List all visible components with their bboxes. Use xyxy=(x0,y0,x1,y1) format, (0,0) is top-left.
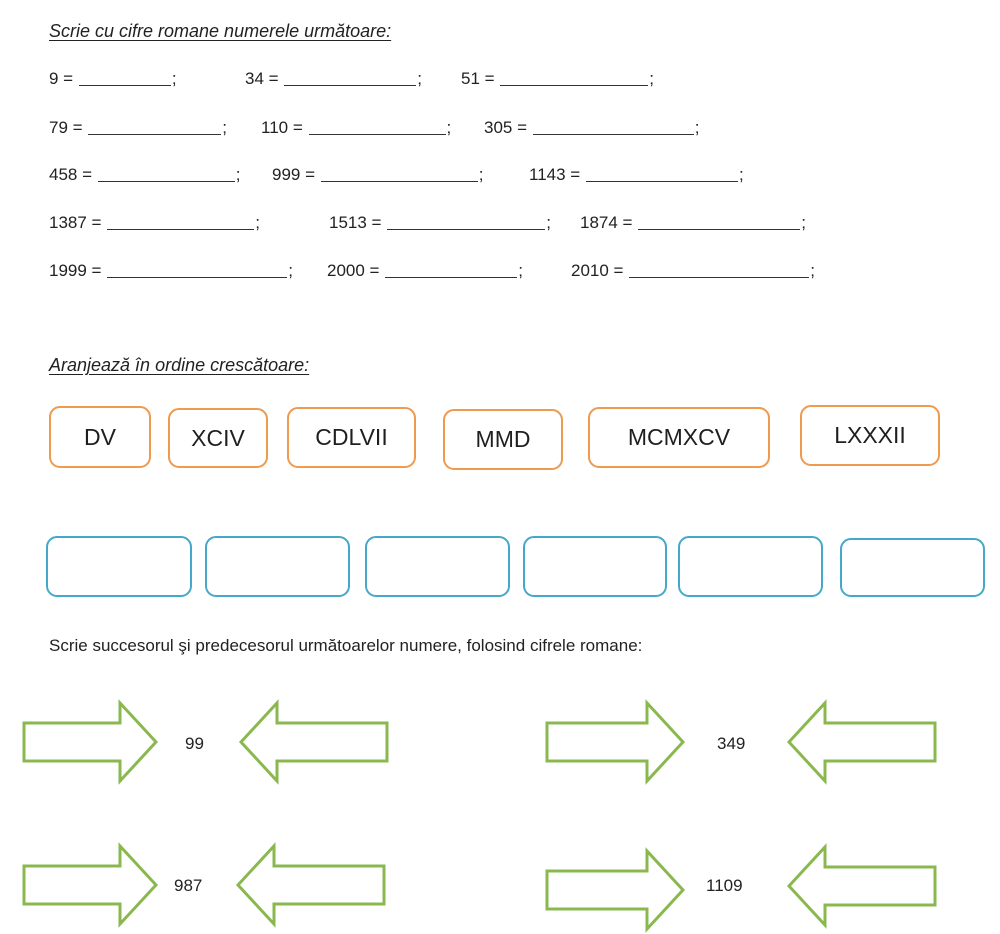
right-arrow-icon[interactable] xyxy=(20,699,160,785)
number-label: 51 = xyxy=(461,69,495,88)
number-label: 987 xyxy=(174,876,203,895)
answer-blank[interactable] xyxy=(629,259,810,278)
number-label: 458 = xyxy=(49,165,93,184)
numeral-card[interactable]: DV xyxy=(49,406,151,468)
exercise-item: 110 = ; xyxy=(261,116,451,140)
exercise-item: 2010 = ; xyxy=(571,259,815,283)
exercise-item: 79 = ; xyxy=(49,116,227,140)
number-label: 79 = xyxy=(49,118,83,137)
right-arrow-icon[interactable] xyxy=(543,847,687,933)
number-label: 349 xyxy=(717,734,746,753)
number-label: 999 = xyxy=(272,165,316,184)
section1-title: Scrie cu cifre romane numerele următoare… xyxy=(49,21,392,41)
numeral-card[interactable]: CDLVII xyxy=(287,407,416,468)
answer-blank[interactable] xyxy=(284,67,417,86)
separator: ; xyxy=(546,213,551,232)
exercise-item: 1999 = ; xyxy=(49,259,293,283)
answer-blank[interactable] xyxy=(385,259,518,278)
section2-title: Aranjează în ordine crescătoare: xyxy=(49,355,310,375)
separator: ; xyxy=(738,165,744,184)
answer-blank[interactable] xyxy=(308,116,446,135)
answer-blank[interactable] xyxy=(88,116,222,135)
number-label: 110 = xyxy=(261,118,303,137)
exercise-item: 1143 = ; xyxy=(529,163,744,187)
exercise-item: 1387 = ; xyxy=(49,211,260,235)
left-arrow-icon[interactable] xyxy=(237,699,391,785)
numeral-card[interactable]: XCIV xyxy=(168,408,268,468)
left-arrow-icon[interactable] xyxy=(785,843,939,929)
separator: ; xyxy=(446,118,452,137)
exercise-row-3: 458 = ; 999 = ; 1143 = ; xyxy=(0,163,1000,189)
exercise-item: 9 = ; xyxy=(49,67,177,91)
exercise-item: 999 = ; xyxy=(272,163,483,187)
number-label: 9 = xyxy=(49,69,74,88)
exercise-item: 2000 = ; xyxy=(327,259,523,283)
answer-slot[interactable] xyxy=(365,536,510,597)
answer-slot[interactable] xyxy=(840,538,985,597)
number-label: 1387 = xyxy=(49,213,102,232)
separator: ; xyxy=(255,213,260,232)
separator: ; xyxy=(518,261,523,280)
numeral-card[interactable]: MCMXCV xyxy=(588,407,770,468)
exercise-item: 34 = ; xyxy=(245,67,422,91)
separator: ; xyxy=(235,165,241,184)
exercise-row-4: 1387 = ; 1513 = ; 1874 = ; xyxy=(0,211,1000,237)
right-arrow-icon[interactable] xyxy=(543,699,687,785)
answer-slot[interactable] xyxy=(678,536,823,597)
separator: ; xyxy=(417,69,423,88)
section3-title: Scrie succesorul şi predecesorul următoa… xyxy=(49,636,643,655)
separator: ; xyxy=(801,213,806,232)
answer-blank[interactable] xyxy=(107,211,255,230)
answer-blank[interactable] xyxy=(638,211,801,230)
answer-slot[interactable] xyxy=(205,536,350,597)
exercise-item: 305 = ; xyxy=(484,116,699,140)
number-label: 1143 = xyxy=(529,165,581,184)
answer-slot[interactable] xyxy=(523,536,667,597)
exercise-item: 51 = ; xyxy=(461,67,654,91)
answer-blank[interactable] xyxy=(97,163,235,182)
answer-slot[interactable] xyxy=(46,536,192,597)
exercise-item: 1513 = ; xyxy=(329,211,551,235)
answer-blank[interactable] xyxy=(320,163,478,182)
separator: ; xyxy=(649,69,655,88)
exercise-row-2: 79 = ; 110 = ; 305 = ; xyxy=(0,116,1000,142)
separator: ; xyxy=(694,118,700,137)
right-arrow-icon[interactable] xyxy=(20,842,160,928)
number-label: 2010 = xyxy=(571,261,624,280)
numeral-card[interactable]: LXXXII xyxy=(800,405,940,466)
exercise-item: 458 = ; xyxy=(49,163,240,187)
answer-blank[interactable] xyxy=(585,163,738,182)
separator: ; xyxy=(478,165,484,184)
number-label: 1874 = xyxy=(580,213,633,232)
answer-blank[interactable] xyxy=(532,116,694,135)
separator: ; xyxy=(288,261,293,280)
answer-blank[interactable] xyxy=(78,67,171,86)
exercise-item: 1874 = ; xyxy=(580,211,806,235)
left-arrow-icon[interactable] xyxy=(785,699,939,785)
number-label: 305 = xyxy=(484,118,528,137)
number-label: 1999 = xyxy=(49,261,102,280)
separator: ; xyxy=(171,69,177,88)
answer-blank[interactable] xyxy=(107,259,288,278)
numeral-card[interactable]: MMD xyxy=(443,409,563,470)
answer-blank[interactable] xyxy=(500,67,649,86)
exercise-row-5: 1999 = ; 2000 = ; 2010 = ; xyxy=(0,259,1000,285)
separator: ; xyxy=(222,118,228,137)
number-label: 1109 xyxy=(706,876,743,895)
answer-blank[interactable] xyxy=(387,211,546,230)
exercise-row-1: 9 = ; 34 = ; 51 = ; xyxy=(0,67,1000,93)
number-label: 34 = xyxy=(245,69,279,88)
separator: ; xyxy=(810,261,815,280)
number-label: 1513 = xyxy=(329,213,382,232)
number-label: 99 xyxy=(185,734,204,753)
left-arrow-icon[interactable] xyxy=(234,842,388,928)
number-label: 2000 = xyxy=(327,261,380,280)
